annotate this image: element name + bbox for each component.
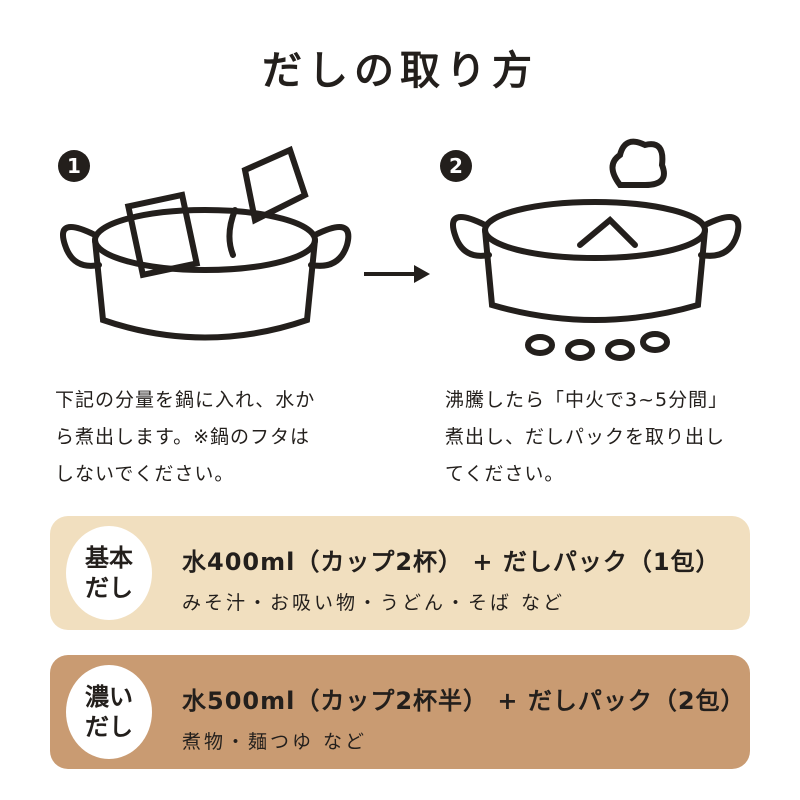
recipe-badge: 基本だし xyxy=(66,526,152,620)
page-title: だしの取り方 xyxy=(262,48,538,94)
recipe-badge: 濃いだし xyxy=(66,665,152,759)
badge-line: 基本 xyxy=(85,544,133,572)
step-1-line: ら煮出します。※鍋のフタは xyxy=(55,426,311,448)
badge-line: だし xyxy=(85,713,133,741)
step-1-number: 1 xyxy=(58,150,90,182)
badge-line: 濃い xyxy=(85,683,133,711)
step-1-line: しないでください。 xyxy=(55,463,235,485)
step-2-line: 煮出し、だしパックを取り出し xyxy=(445,426,726,448)
recipe-amount: 水500ml（カップ2杯半） + だしパック（2包） xyxy=(182,687,746,715)
step-1-description: 下記の分量を鍋に入れ、水か ら煮出します。※鍋のフタは しないでください。 xyxy=(55,382,315,493)
recipe-strong-dashi: 濃いだし 水500ml（カップ2杯半） + だしパック（2包） 煮物・麺つゆ な… xyxy=(50,655,750,769)
step-2-line: 沸騰したら「中火で3~5分間」 xyxy=(445,389,729,411)
step-2-line: てください。 xyxy=(445,463,565,485)
recipe-amount: 水400ml（カップ2杯） + だしパック（1包） xyxy=(182,548,721,576)
badge-line: だし xyxy=(85,574,133,602)
arrow-right-icon xyxy=(364,265,430,283)
pot-with-water-illustration xyxy=(60,145,352,341)
boiling-pot-illustration xyxy=(450,138,742,361)
recipe-basic-dashi: 基本だし 水400ml（カップ2杯） + だしパック（1包） みそ汁・お吸い物・… xyxy=(50,516,750,630)
step-2-number: 2 xyxy=(440,150,472,182)
step-2-description: 沸騰したら「中火で3~5分間」 煮出し、だしパックを取り出し てください。 xyxy=(445,382,728,493)
recipe-uses: みそ汁・お吸い物・うどん・そば など xyxy=(182,592,566,614)
step-1-line: 下記の分量を鍋に入れ、水か xyxy=(55,389,316,411)
recipe-uses: 煮物・麺つゆ など xyxy=(182,731,368,753)
